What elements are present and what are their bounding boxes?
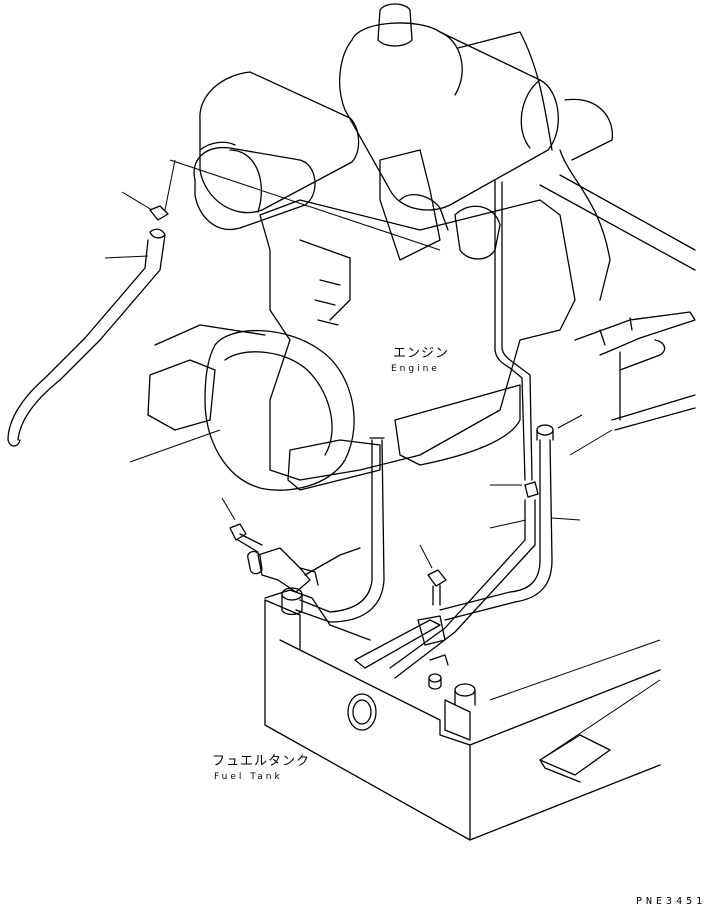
engine-drawing	[129, 3, 696, 491]
fuel-tank-drawing	[264, 587, 661, 841]
fuel-pipes	[221, 179, 613, 679]
breather-hose	[7, 191, 169, 447]
engine-label-en: Engine	[391, 364, 440, 374]
drawing-code: PNE3451	[636, 896, 704, 907]
fuel-tank-label-jp: フュエルタンク	[212, 754, 311, 769]
fuel-tank-label-en: Fuel Tank	[214, 772, 283, 782]
engine-label-jp: エンジン	[393, 346, 450, 361]
